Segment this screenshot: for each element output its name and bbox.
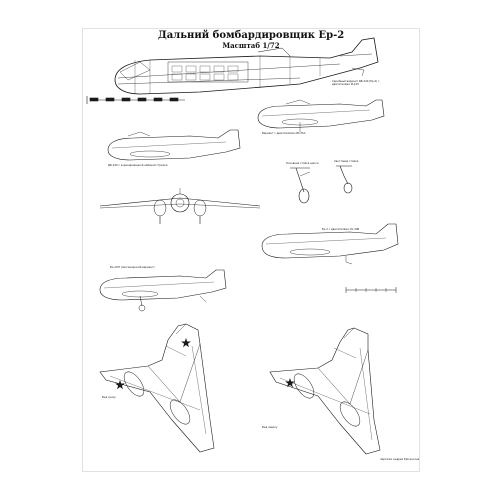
sheet-title: Дальний бомбардировщик Ер-2 [157, 30, 345, 41]
caption-profile-5: Ер-2ОН (пассажирский вариант) [110, 266, 155, 269]
side-profile-3 [107, 129, 241, 161]
bottom-view-star-1 [115, 380, 125, 390]
drawing-sheet [82, 28, 420, 472]
front-view [99, 188, 261, 224]
side-profile-4 [261, 223, 399, 265]
caption-profile-3: ДБ-240 с экранированной кабиной стрелка [108, 164, 168, 167]
scale-bar-main [86, 96, 185, 104]
caption-landing-gear: Основная стойка шасси [286, 162, 319, 165]
tail-gear-detail [336, 165, 353, 194]
plan-view-bottom [99, 323, 215, 453]
plan-view-top [269, 327, 381, 455]
sheet-subtitle: Масштаб 1/72 [222, 41, 280, 50]
bottom-view-star-2 [181, 338, 191, 348]
main-side-profile [114, 37, 379, 95]
side-profile-2 [257, 99, 385, 132]
caption-tail-gear: Хвостовая стойка [334, 160, 359, 163]
caption-profile-4: Ер-2 с двигателями АЧ-30Б [322, 228, 360, 231]
caption-bottom-view: Вид снизу [102, 396, 116, 399]
caption-author: Чертежи Андрея Юргенсона [380, 458, 420, 461]
landing-gear-detail [290, 167, 311, 204]
side-profile-5 [99, 269, 227, 312]
caption-profile-2: Вариант с двигателями АМ-35А [262, 132, 306, 135]
scale-bar-secondary [345, 287, 397, 293]
caption-top-view: Вид сверху [262, 426, 278, 429]
top-view-star [285, 378, 295, 388]
caption-main-profile: Серийный вариант ДБ-240 (Ер-2) с двигате… [332, 80, 380, 86]
